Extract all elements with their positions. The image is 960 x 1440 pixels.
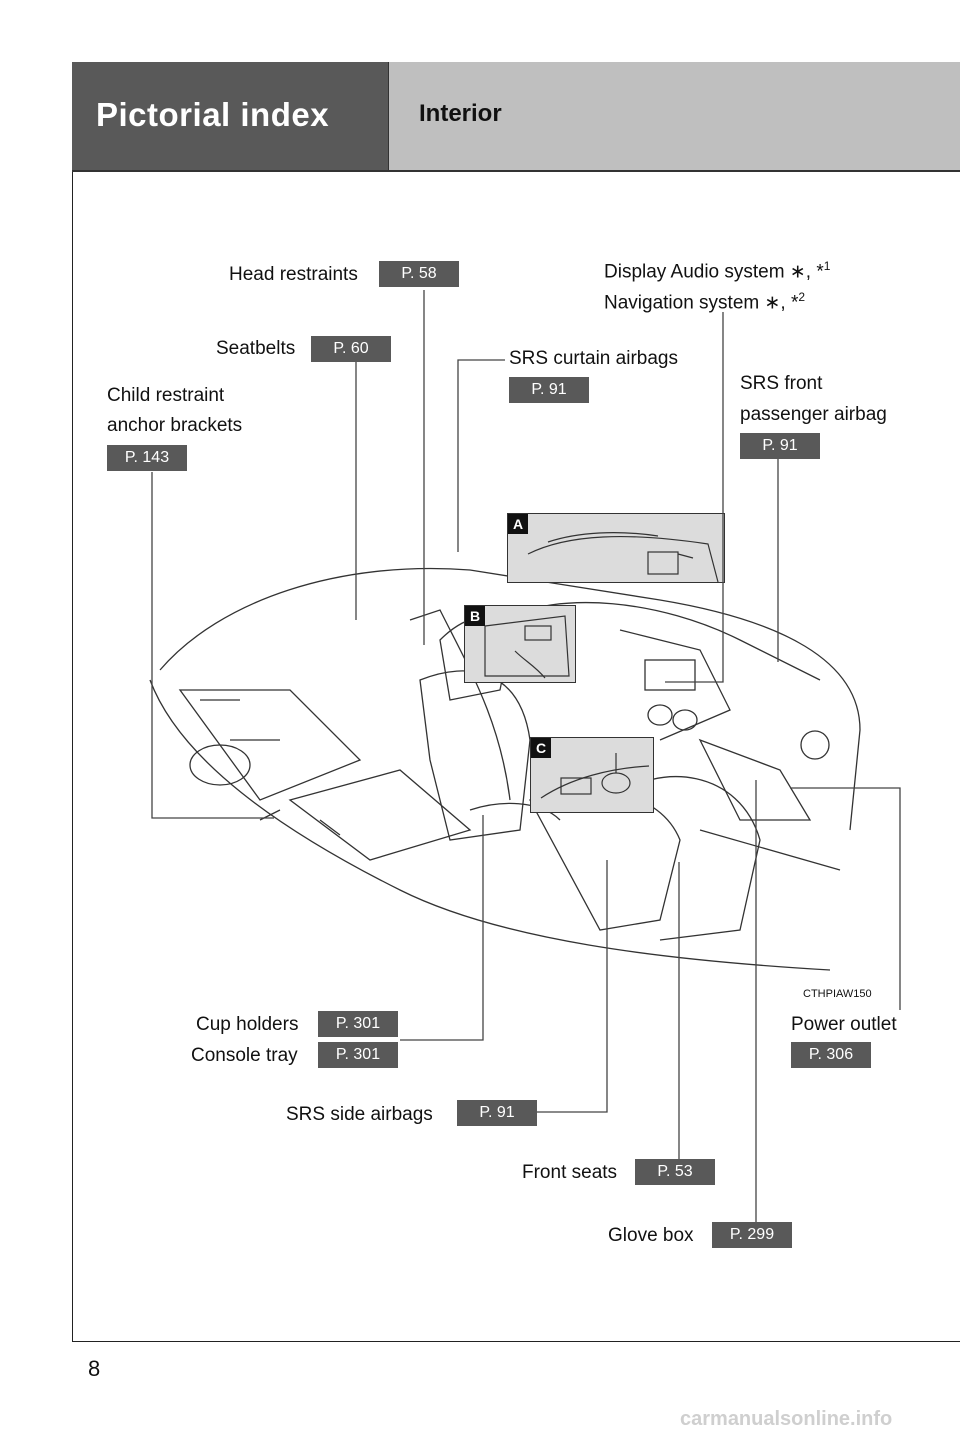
glove-box-label: Glove box [608, 1225, 694, 1246]
seatbelts-label: Seatbelts [216, 338, 296, 359]
head-restraints-ref[interactable]: P. 58 [379, 261, 459, 287]
cup-holders-ref[interactable]: P. 301 [318, 1011, 398, 1037]
glove-box-ref[interactable]: P. 299 [712, 1222, 792, 1248]
head-restraints-label: Head restraints [229, 264, 358, 285]
child-restraint-label-line1: Child restraint [107, 385, 225, 406]
subsection-header: Interior [388, 62, 960, 170]
navigation-note: 2 [798, 290, 806, 304]
subsection-title: Interior [419, 100, 502, 127]
inset-c-tag: C [531, 738, 551, 758]
section-title: Pictorial index [96, 96, 330, 133]
srs-side-ref[interactable]: P. 91 [457, 1100, 537, 1126]
inset-b: B [464, 605, 576, 683]
srs-curtain-ref[interactable]: P. 91 [509, 377, 589, 403]
front-seats-ref[interactable]: P. 53 [635, 1159, 715, 1185]
inset-b-tag: B [465, 606, 485, 626]
console-tray-label: Console tray [191, 1045, 298, 1066]
child-restraint-ref[interactable]: P. 143 [107, 445, 187, 471]
inset-a-tag: A [508, 514, 528, 534]
srs-front-label-line2: passenger airbag [740, 404, 887, 425]
srs-curtain-label: SRS curtain airbags [509, 348, 678, 369]
power-outlet-ref[interactable]: P. 306 [791, 1042, 871, 1068]
inset-a: A [507, 513, 725, 583]
display-audio-note: 1 [823, 259, 831, 273]
header-divider [72, 170, 960, 172]
power-outlet-label: Power outlet [791, 1014, 897, 1035]
cup-holders-label: Cup holders [196, 1014, 299, 1035]
section-header: Pictorial index [72, 62, 388, 170]
srs-front-label-line1: SRS front [740, 373, 823, 394]
inset-c: C [530, 737, 654, 813]
srs-front-ref[interactable]: P. 91 [740, 433, 820, 459]
console-tray-ref[interactable]: P. 301 [318, 1042, 398, 1068]
srs-side-label: SRS side airbags [286, 1104, 433, 1125]
page-number: 8 [88, 1356, 101, 1381]
seatbelts-ref[interactable]: P. 60 [311, 336, 391, 362]
front-seats-label: Front seats [522, 1162, 618, 1183]
navigation-label: Navigation system ∗, *2 [604, 290, 806, 314]
child-restraint-label-line2: anchor brackets [107, 415, 243, 436]
figure-code: CTHPIAW150 [803, 988, 872, 1000]
display-audio-label: Display Audio system ∗, *1 [604, 259, 831, 283]
watermark: carmanualsonline.info [680, 1408, 893, 1430]
